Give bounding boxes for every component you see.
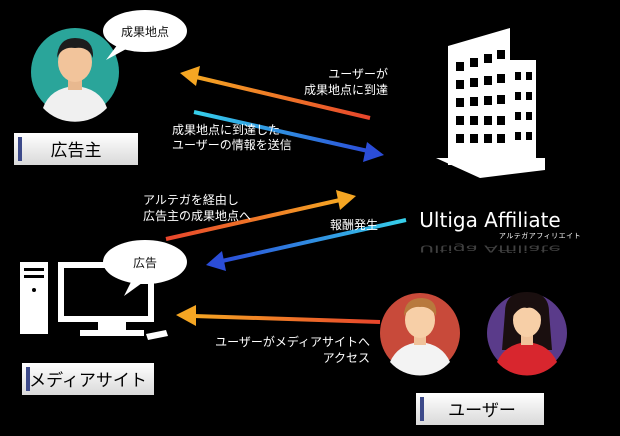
caption-via-altega: アルテガを経由し広告主の成果地点へ (143, 193, 251, 223)
caption-line: アルテガを経由し (143, 193, 239, 207)
advertiser-avatar-icon (31, 28, 119, 122)
advertiser-label-box: 広告主 (14, 133, 138, 165)
media-label-box: メディアサイト (22, 363, 154, 395)
logo-reflection: Ultiga Affiliate (419, 243, 560, 255)
caption-line: ユーザーの情報を送信 (172, 137, 292, 152)
user-male-icon (380, 293, 460, 376)
users-label-box: ユーザー (416, 393, 544, 425)
arrow-send-info (193, 110, 384, 162)
caption-line: 成果地点に到達した (172, 123, 280, 137)
caption-line: アクセス (323, 351, 370, 365)
arrow-user-reach (180, 66, 371, 120)
caption-line: ユーザーがメディアサイトへ (215, 334, 370, 349)
advertiser-speech-bubble: 成果地点 (103, 10, 187, 60)
caption-line: 成果地点に到達 (304, 83, 388, 97)
caption-line: 広告主の成果地点へ (143, 209, 251, 223)
advertiser-label: 広告主 (51, 141, 102, 161)
arrow-via-altega (165, 190, 356, 241)
logo-name: Ultiga Affiliate (419, 208, 560, 232)
caption-user-reach: ユーザーが成果地点に到達 (304, 66, 388, 97)
caption-send-info: 成果地点に到達したユーザーの情報を送信 (172, 123, 292, 152)
advertiser-bubble-text: 成果地点 (121, 25, 169, 39)
media-speech-bubble: 広告 (103, 240, 187, 296)
media-bubble-text: 広告 (133, 256, 157, 270)
building-icon (436, 28, 545, 178)
users-label: ユーザー (448, 401, 516, 421)
caption-line: 報酬発生 (330, 218, 378, 232)
arrow-user-access (176, 305, 381, 326)
media-label: メディアサイト (29, 370, 147, 391)
logo-kana: アルテガアフィリエイト (499, 231, 581, 240)
caption-reward: 報酬発生 (330, 218, 378, 232)
caption-user-access: ユーザーがメディアサイトへアクセス (215, 334, 370, 365)
caption-line: ユーザーが (328, 66, 388, 81)
arrow-reward (206, 218, 407, 271)
user-female-icon (487, 292, 567, 376)
ultiga-affiliate-logo: Ultiga Affiliate Ultiga Affiliate アルテガアフ… (419, 208, 581, 255)
